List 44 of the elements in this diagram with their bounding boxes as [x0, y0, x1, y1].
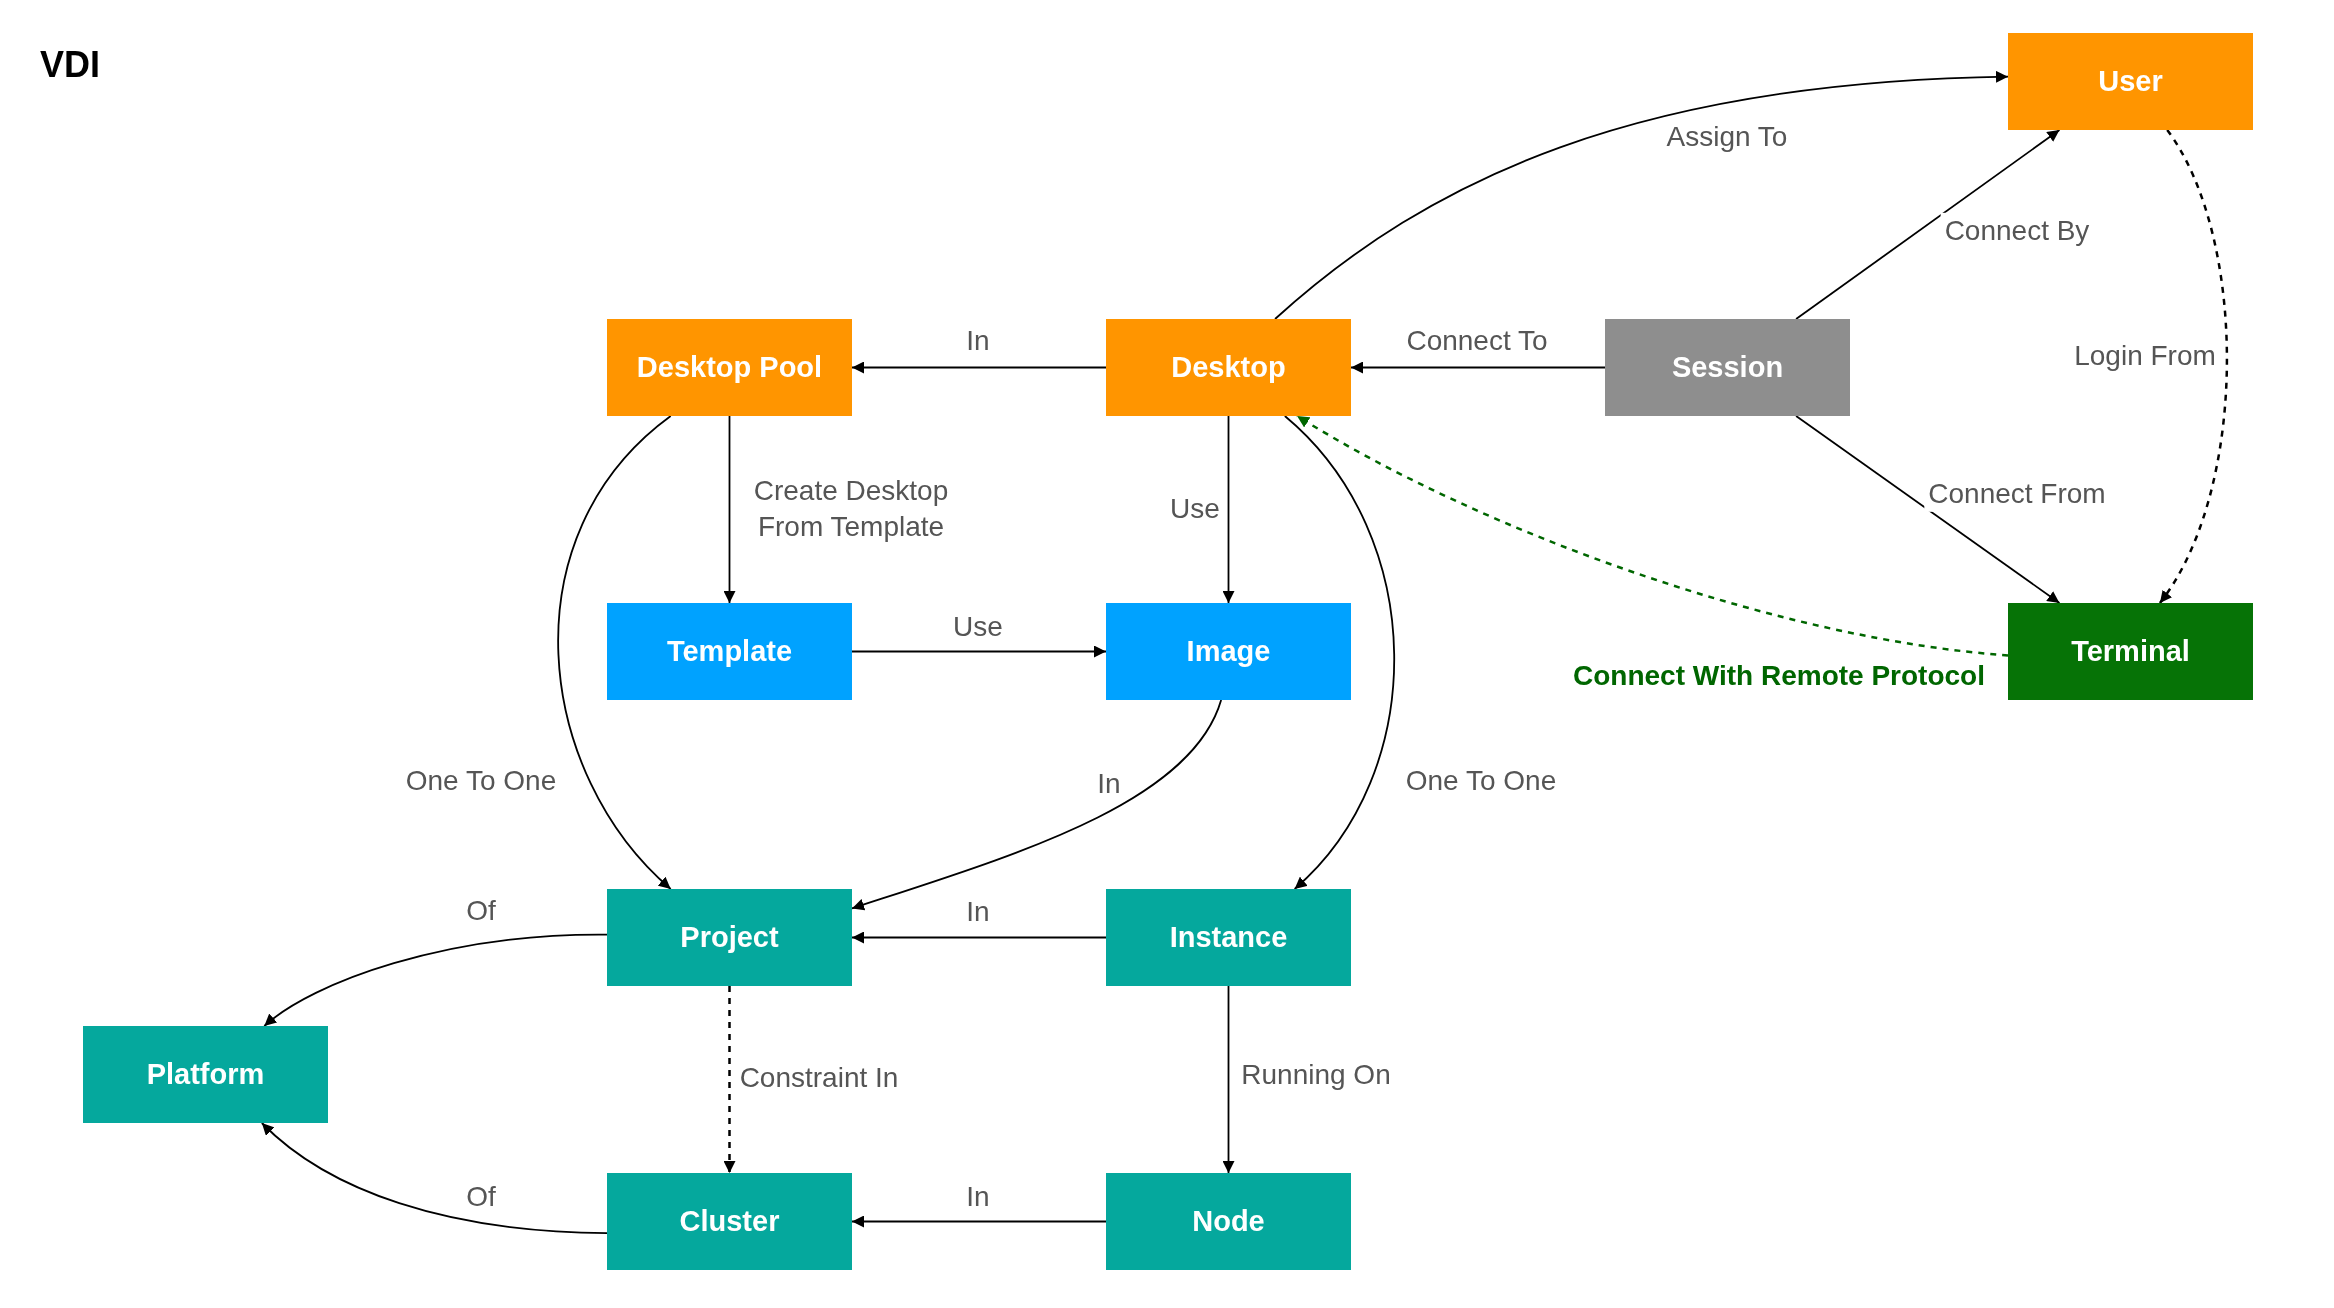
- entity-box: [1106, 603, 1351, 700]
- arrow: [1222, 985, 1235, 1174]
- entity-name: Terminal: [2071, 635, 2190, 668]
- arrow: [723, 986, 736, 1173]
- arrow: [260, 1122, 608, 1235]
- entity-name: Session: [1671, 351, 1784, 384]
- arrow: [1222, 415, 1235, 604]
- entity-box: [607, 1173, 852, 1270]
- entity-box: [2008, 33, 2253, 130]
- arrow: [851, 645, 1107, 658]
- entity-name: Project: [680, 921, 779, 954]
- arrow: [1795, 415, 2061, 604]
- arrow: [851, 1215, 1107, 1228]
- arrow: [1283, 415, 1396, 890]
- entity-name: Template: [666, 635, 793, 668]
- entity-box: [1106, 889, 1351, 986]
- arrow: [1274, 71, 2009, 320]
- entity-name: Cluster: [679, 1205, 780, 1238]
- entity-name: Desktop Pool: [636, 351, 823, 384]
- diagram-title: VDI: [40, 44, 100, 86]
- arrow: [1296, 414, 2009, 657]
- entity-box: [1106, 319, 1351, 416]
- entity-box: [1106, 1173, 1351, 1270]
- arrow: [263, 933, 608, 1027]
- entity-name: Platform: [146, 1058, 265, 1091]
- entity-box: [1605, 319, 1850, 416]
- entity-name: User: [2098, 65, 2163, 98]
- entity-box: [607, 889, 852, 986]
- arrow: [557, 415, 672, 890]
- entity-box: [607, 603, 852, 700]
- entity-name: Image: [1186, 635, 1271, 668]
- entity-box: [2008, 603, 2253, 700]
- entity-name: Node: [1192, 1205, 1265, 1238]
- arrow: [1795, 129, 2061, 320]
- arrow: [723, 415, 736, 604]
- arrow: [851, 699, 1223, 911]
- arrow: [851, 361, 1107, 374]
- entity-box: [83, 1026, 328, 1123]
- arrow: [1350, 361, 1606, 374]
- arrow: [851, 931, 1107, 944]
- entity-box: [607, 319, 852, 416]
- entity-name: Instance: [1169, 921, 1288, 954]
- arrow: [2158, 129, 2229, 604]
- entity-name: Desktop: [1171, 351, 1286, 384]
